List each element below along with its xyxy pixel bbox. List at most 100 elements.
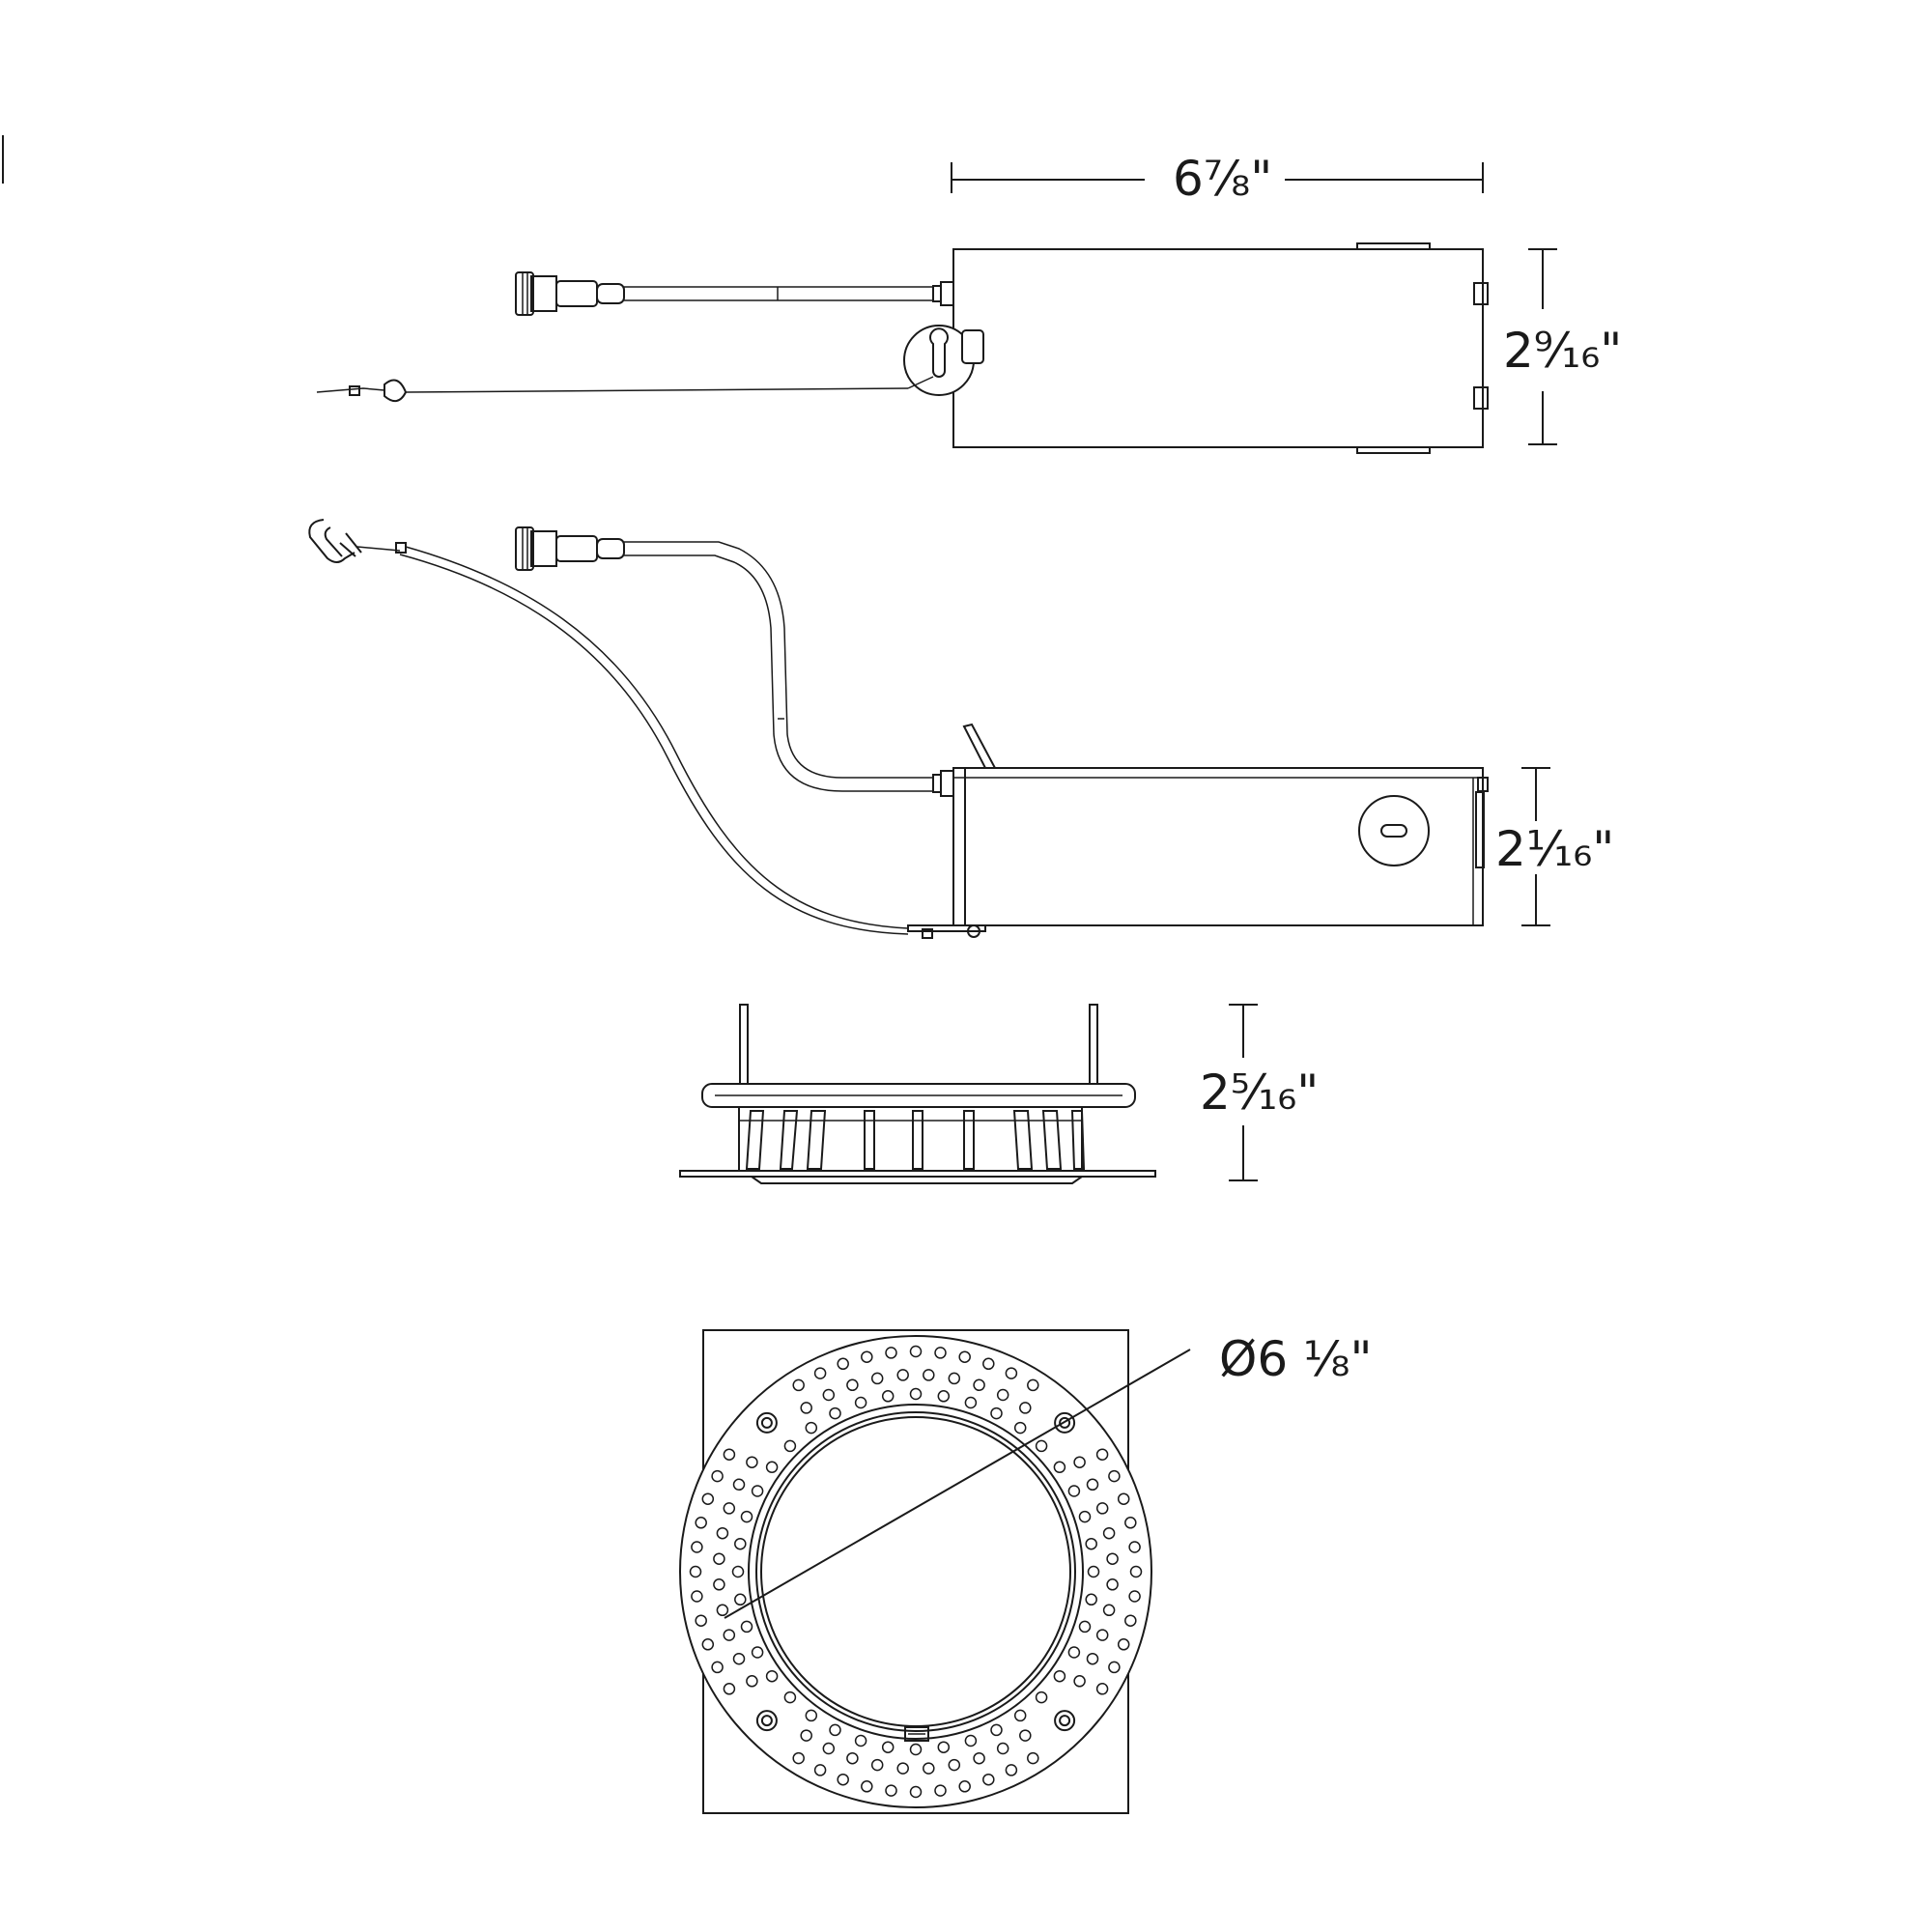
flange-hole [1078, 1620, 1092, 1634]
flange-hole [1086, 1652, 1099, 1665]
flange-hole [746, 1456, 758, 1468]
flange-hole [689, 1565, 702, 1578]
flange-hole [1095, 1448, 1109, 1461]
flange-hole [1086, 1478, 1099, 1492]
flange-hole [1128, 1590, 1141, 1603]
flange-hole [716, 1526, 729, 1540]
flange-hole [792, 1378, 805, 1392]
flange-hole [695, 1614, 707, 1627]
flange-hole [934, 1784, 947, 1797]
flange-hole [1013, 1709, 1027, 1722]
flange-hole [870, 1758, 884, 1772]
flange-hole [885, 1347, 897, 1359]
flange-hole [800, 1729, 812, 1742]
flange-hole [1035, 1439, 1048, 1453]
flange-hole [751, 1646, 764, 1659]
flange-hole [732, 1478, 746, 1492]
flange-hole [964, 1396, 978, 1409]
flange-hole [1067, 1646, 1081, 1659]
flange-hole [1073, 1456, 1086, 1468]
flange-hole [909, 1345, 923, 1358]
flange-hole [1027, 1751, 1039, 1765]
flange-hole [854, 1396, 867, 1409]
trim-bottom-view [679, 1329, 1191, 1814]
flange-hole [723, 1629, 736, 1641]
flange-hole [701, 1492, 715, 1505]
flange-hole [746, 1675, 758, 1688]
flange-hole [792, 1751, 805, 1765]
flange-hole [896, 1369, 909, 1381]
flange-hole [723, 1502, 736, 1515]
housing-side-view [679, 1004, 1258, 1184]
mounting-screw [755, 1411, 778, 1434]
flange-hole [1078, 1510, 1092, 1523]
flange-hole [923, 1369, 935, 1381]
flange-hole [732, 1652, 746, 1665]
flange-hole [937, 1390, 951, 1403]
flange-hole [948, 1758, 961, 1772]
flange-hole [1027, 1378, 1039, 1392]
flange-hole [909, 1743, 923, 1756]
flange-hole [990, 1406, 1003, 1420]
flange-hole [805, 1421, 818, 1435]
flange-hole [1108, 1661, 1121, 1674]
flange-hole [996, 1388, 1009, 1402]
flange-hole [990, 1723, 1003, 1737]
flange-hole [854, 1734, 867, 1747]
mounting-screw [760, 1416, 773, 1429]
flange-hole [1067, 1485, 1081, 1497]
mounting-screw [755, 1710, 778, 1732]
flange-hole [861, 1350, 873, 1363]
flange-hole [1005, 1764, 1018, 1776]
mounting-screw [1059, 1416, 1071, 1429]
flange-hole [691, 1590, 703, 1603]
flange-hole [713, 1552, 725, 1565]
flange-hole [982, 1357, 995, 1371]
flange-hole [1085, 1537, 1097, 1550]
flange-hole [1117, 1492, 1130, 1505]
flange-hole [711, 1661, 724, 1674]
flange-hole [740, 1510, 753, 1523]
flange-hole [1124, 1517, 1137, 1529]
flange-hole [765, 1669, 779, 1683]
flange-hole [734, 1537, 747, 1550]
flange-hole [1053, 1461, 1066, 1474]
flange-hole [973, 1751, 985, 1765]
flange-hole [1005, 1367, 1018, 1379]
flange-hole [1019, 1729, 1032, 1742]
mounting-screw [1054, 1411, 1076, 1434]
flange-hole [881, 1741, 895, 1753]
flange-hole [1128, 1541, 1141, 1553]
flange-hole [829, 1406, 841, 1420]
flange-hole [870, 1372, 884, 1385]
flange-hole [937, 1741, 951, 1753]
flange-hole [958, 1350, 971, 1363]
flange-hole [1053, 1669, 1066, 1683]
flange-hole [1117, 1638, 1130, 1651]
flange-hole [813, 1764, 827, 1776]
flange-hole [1102, 1526, 1116, 1540]
flange-hole [713, 1578, 725, 1591]
driver-box-top-view [316, 162, 1557, 454]
flange-hole [751, 1485, 764, 1497]
flange-hole [996, 1742, 1009, 1755]
flange-hole [765, 1461, 779, 1474]
flange-hole [934, 1347, 947, 1359]
flange-hole [837, 1357, 849, 1371]
dimension-top-height: 2⁹⁄₁₆" [1497, 327, 1629, 375]
flange-hole [822, 1388, 836, 1402]
driver-box-side-view [308, 519, 1550, 939]
flange-hole [734, 1593, 747, 1606]
dimension-side-height: 2¹⁄₁₆" [1490, 825, 1621, 873]
flange-hole [1102, 1604, 1116, 1617]
mounting-screw [1054, 1710, 1076, 1732]
flange-hole [1087, 1565, 1100, 1578]
flange-hole [1013, 1421, 1027, 1435]
mounting-screw [760, 1715, 773, 1727]
flange-hole [740, 1620, 753, 1634]
flange-hole [1095, 1502, 1109, 1515]
mounting-screw [1059, 1715, 1071, 1727]
dimension-housing-height: 2⁵⁄₁₆" [1194, 1068, 1325, 1117]
dimension-flange-diameter: Ø6 ⅛" [1219, 1331, 1373, 1387]
